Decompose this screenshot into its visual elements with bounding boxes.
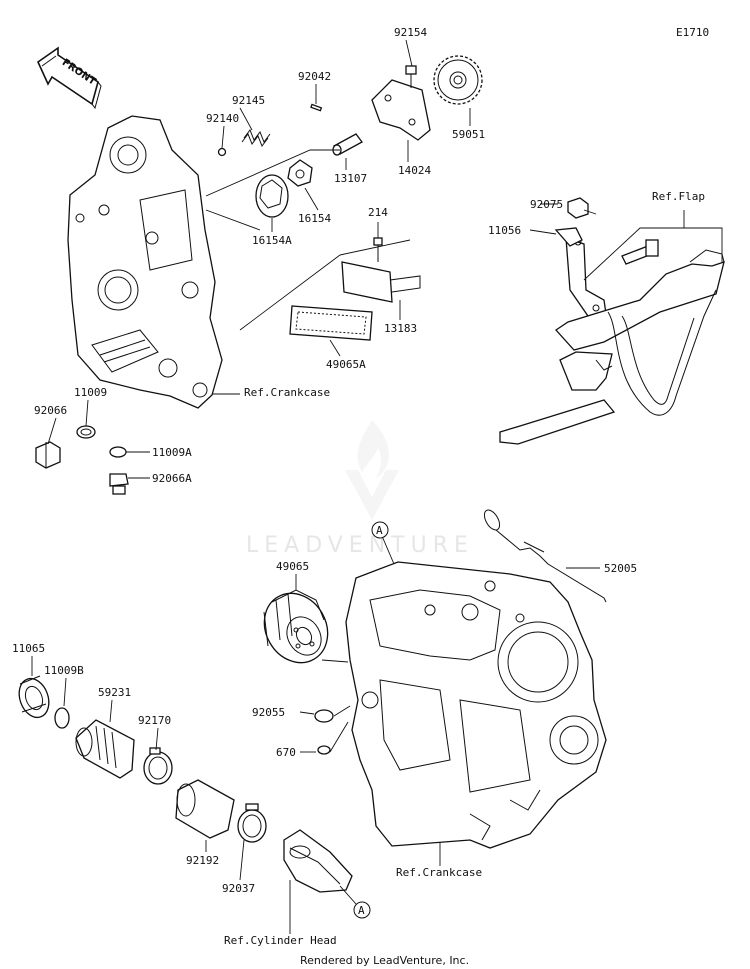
- watermark-logo: [345, 420, 399, 520]
- screw-214-part: [373, 237, 383, 262]
- dipstick-part: [483, 509, 607, 603]
- credit-text: Rendered by LeadVenture, Inc.: [300, 954, 469, 967]
- washer-11009a-part: [109, 446, 127, 458]
- ref-crankcase-bottom: Ref.Crankcase: [396, 866, 482, 879]
- ref-flap: Ref.Flap: [652, 190, 705, 203]
- label-92042: 92042: [298, 70, 331, 83]
- label-49065: 49065: [276, 560, 309, 573]
- label-92145: 92145: [232, 94, 265, 107]
- label-13183: 13183: [384, 322, 417, 335]
- label-14024: 14024: [398, 164, 431, 177]
- nut-92075-part: [567, 197, 589, 219]
- washer-11009b-part: [54, 707, 70, 729]
- label-11009a: 11009A: [152, 446, 192, 459]
- label-13107: 13107: [334, 172, 367, 185]
- svg-text:A: A: [358, 904, 365, 917]
- label-11056: 11056: [488, 224, 521, 237]
- svg-text:A: A: [376, 524, 383, 537]
- oring-92055-part: [314, 709, 334, 723]
- label-92037: 92037: [222, 882, 255, 895]
- label-92066: 92066: [34, 404, 67, 417]
- plug-92066a-part: [109, 473, 129, 495]
- ref-crankcase-top: Ref.Crankcase: [244, 386, 330, 399]
- outer-rotor-part: [255, 174, 289, 218]
- marker-a-bottom: A: [353, 901, 371, 919]
- clamp-92037-part: [237, 803, 267, 843]
- front-arrow-icon: FRONT: [36, 46, 102, 110]
- label-92192: 92192: [186, 854, 219, 867]
- label-92154: 92154: [394, 26, 427, 39]
- label-92140: 92140: [206, 112, 239, 125]
- ball-part: [217, 147, 227, 157]
- washer-11009-part: [76, 425, 96, 439]
- label-59231: 59231: [98, 686, 131, 699]
- bolt-92154-part: [405, 65, 417, 88]
- cylinder-head-part: [283, 829, 353, 893]
- label-11009b: 11009B: [44, 664, 84, 677]
- oil-filter-part: [263, 589, 329, 664]
- label-11009: 11009: [74, 386, 107, 399]
- pin-part: [310, 103, 323, 112]
- plate-13183-part: [341, 261, 421, 303]
- watermark-text: LEADVENTURE: [246, 533, 474, 558]
- drain-bolt-92066-part: [35, 441, 61, 469]
- clamp-92170-part: [143, 747, 173, 785]
- sleeve-92192-part: [175, 779, 235, 839]
- label-92066a: 92066A: [152, 472, 192, 485]
- crankcase-cover-drawing: [67, 115, 223, 409]
- spring-part: [241, 128, 271, 148]
- strainer-part: [289, 305, 373, 341]
- marker-a-top: A: [371, 521, 389, 539]
- oring-670-part: [317, 745, 331, 755]
- label-16154a: 16154A: [252, 234, 292, 247]
- label-670: 670: [276, 746, 296, 759]
- pipe-59231-part: [75, 719, 135, 779]
- label-92170: 92170: [138, 714, 171, 727]
- pump-cover-part: [371, 79, 431, 141]
- label-11065: 11065: [12, 642, 45, 655]
- ref-cylinder-head: Ref.Cylinder Head: [224, 934, 337, 947]
- label-59051: 59051: [452, 128, 485, 141]
- bearing-part: [18, 675, 50, 719]
- bolt-flap-part: [621, 239, 659, 265]
- diagram-code: E1710: [676, 26, 709, 39]
- label-52005: 52005: [604, 562, 637, 575]
- label-16154: 16154: [298, 212, 331, 225]
- label-92075: 92075: [530, 198, 563, 211]
- inner-rotor-part: [287, 159, 313, 187]
- shaft-part: [332, 133, 363, 156]
- crankcase-drawing: [345, 561, 607, 849]
- label-92055: 92055: [252, 706, 285, 719]
- washer-11056-part: [554, 227, 583, 247]
- label-49065a: 49065A: [326, 358, 366, 371]
- gear-part: [433, 55, 483, 105]
- flap-bracket-drawing: [499, 197, 725, 445]
- label-214: 214: [368, 206, 388, 219]
